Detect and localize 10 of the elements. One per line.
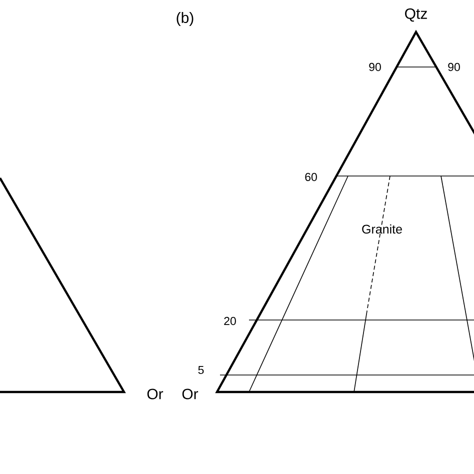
axis-tick-label: 5 (198, 366, 204, 374)
vertex-label: Qtz (405, 8, 427, 22)
axis-tick-label: 20 (224, 316, 236, 326)
field-label: Granite (362, 224, 402, 234)
axis-tick-label: 90 (369, 62, 381, 72)
vertex-label: Or (182, 388, 198, 400)
axis-tick-label: 60 (305, 172, 317, 182)
axis-tick-label: 90 (448, 62, 460, 72)
vertex-label: Or (147, 388, 164, 400)
panel-label: (b) (176, 12, 194, 26)
